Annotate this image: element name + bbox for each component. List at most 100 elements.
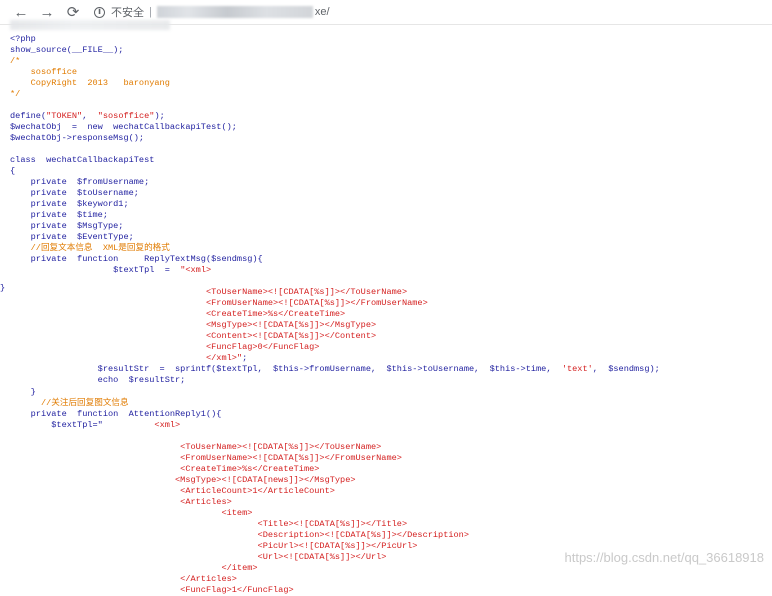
code-line: $textTpl=" <xml> [10,420,660,431]
code-line: <Title><![CDATA[%s]]></Title> [10,519,660,530]
code-token: class wechatCallbackapiTest [10,155,155,166]
code-line: <Content><![CDATA[%s]]></Content> [10,331,660,342]
blurred-overlay-text [10,20,170,30]
forward-arrow-icon[interactable]: → [39,3,55,21]
code-token: $wechatObj = new wechatCallbackapiTest()… [10,122,237,133]
code-token: <Title><![CDATA[%s]]></Title> [10,518,408,529]
stray-brace: } [0,283,6,293]
code-line: define("TOKEN", "sosoffice"); [10,111,660,122]
code-line: private $toUsername; [10,188,660,199]
code-token: <xml> [154,419,181,430]
code-line: private function ReplyTextMsg($sendmsg){ [10,254,660,265]
code-line: <MsgType><![CDATA[%s]]></MsgType> [10,320,660,331]
code-token: $resultStr = sprintf($textTpl, $this->fr… [10,364,562,375]
code-line: <ArticleCount>1</ArticleCount> [10,486,660,497]
address-bar[interactable]: i 不安全 | xe/ [94,2,330,22]
blurred-url [156,6,313,18]
code-token: "<xml> [180,265,212,276]
code-token: CopyRight 2013 baronyang [10,78,170,89]
code-token: 'text' [561,364,593,375]
code-token: </xml>" [10,353,243,364]
code-line: private function AttentionReply1(){ [10,409,660,420]
code-line [10,276,660,287]
code-line: //回复文本信息 XML是回复的格式 [10,243,660,254]
code-token: <Articles> [10,496,232,507]
code-line: private $fromUsername; [10,177,660,188]
code-token: </Articles> [10,573,237,584]
code-token: private $keyword1; [10,199,129,210]
code-token: { [10,166,16,177]
code-token: "TOKEN" [46,111,83,122]
code-line: <ToUserName><![CDATA[%s]]></ToUserName> [10,442,660,453]
reload-icon[interactable]: ⟳ [66,4,80,21]
code-token: private function ReplyTextMsg($sendmsg){ [10,254,263,265]
code-token: show_source(__FILE__); [10,45,124,56]
code-token: } [10,386,36,397]
address-separator: | [149,6,152,18]
code-token: ; [242,353,248,364]
code-token: $textTpl = [10,265,181,276]
code-token: <MsgType><![CDATA[news]]></MsgType> [10,474,356,485]
code-line: class wechatCallbackapiTest [10,155,660,166]
code-token: */ [10,89,21,100]
watermark: https://blog.csdn.net/qq_36618918 [564,550,765,565]
code-token: <FromUserName><![CDATA[%s]]></FromUserNa… [10,452,402,463]
code-token: <CreateTime>%s</CreateTime> [10,309,346,320]
code-token: <FuncFlag>0</FuncFlag> [10,342,320,353]
code-line: <FuncFlag>1</FuncFlag> [10,585,660,596]
code-line: { [10,166,660,177]
code-token: private $toUsername; [10,188,139,199]
code-line: </Articles> [10,574,660,585]
code-line: </item> [10,563,660,574]
code-line: <FuncFlag>0</FuncFlag> [10,342,660,353]
code-line: */ [10,89,660,100]
code-line: <Url><![CDATA[%s]]></Url> [10,552,660,563]
code-line: private $MsgType; [10,221,660,232]
code-token: "sosoffice" [97,111,155,122]
code-line: <item> [10,508,660,519]
code-token: <ArticleCount>1</ArticleCount> [10,485,335,496]
code-token: //回复文本信息 XML是回复的格式 [10,243,170,254]
code-line: private $time; [10,210,660,221]
code-line: <FromUserName><![CDATA[%s]]></FromUserNa… [10,298,660,309]
code-token: , $sendmsg); [592,364,660,375]
security-label[interactable]: 不安全 [111,7,144,19]
code-token: <FuncFlag>1</FuncFlag> [10,584,294,595]
code-token: private $time; [10,210,108,221]
code-line: $wechatObj->responseMsg(); [10,133,660,144]
code-line: <CreateTime>%s</CreateTime> [10,309,660,320]
code-token: private function AttentionReply1(){ [10,408,222,419]
code-token: <?php [10,34,36,44]
code-line: } [10,387,660,398]
code-line: //关注后回复图文信息 [10,398,660,409]
info-icon[interactable]: i [94,6,105,18]
code-token: private $MsgType; [10,221,124,232]
code-line: <ToUserName><![CDATA[%s]]></ToUserName> [10,287,660,298]
code-line: <CreateTime>%s</CreateTime> [10,464,660,475]
code-line: private $EventType; [10,232,660,243]
code-token: private $fromUsername; [10,177,150,188]
code-line: $resultStr = sprintf($textTpl, $this->fr… [10,364,660,375]
code-token: <FromUserName><![CDATA[%s]]></FromUserNa… [10,298,428,309]
back-arrow-icon[interactable]: ← [13,3,29,21]
code-line: private $keyword1; [10,199,660,210]
code-line: show_source(__FILE__); [10,45,660,56]
code-token: $wechatObj->responseMsg(); [10,133,145,144]
code-line: <?php [10,34,660,45]
code-line: <PicUrl><![CDATA[%s]]></PicUrl> [10,541,660,552]
code-token: $textTpl=" [10,419,155,430]
code-token: <CreateTime>%s</CreateTime> [10,463,320,474]
code-line: <Articles> [10,497,660,508]
code-token: <ToUserName><![CDATA[%s]]></ToUserName> [10,441,382,452]
url-text[interactable]: xe/ [314,6,330,18]
code-line: <Description><![CDATA[%s]]></Description… [10,530,660,541]
code-line: sosoffice [10,67,660,78]
code-token: <ToUserName><![CDATA[%s]]></ToUserName> [10,287,408,298]
code-token: <item> [10,507,253,518]
code-token: ); [154,111,165,122]
code-line: $wechatObj = new wechatCallbackapiTest()… [10,122,660,133]
code-line: /* [10,56,660,67]
code-line: <FromUserName><![CDATA[%s]]></FromUserNa… [10,453,660,464]
code-token: <MsgType><![CDATA[%s]]></MsgType> [10,320,377,331]
